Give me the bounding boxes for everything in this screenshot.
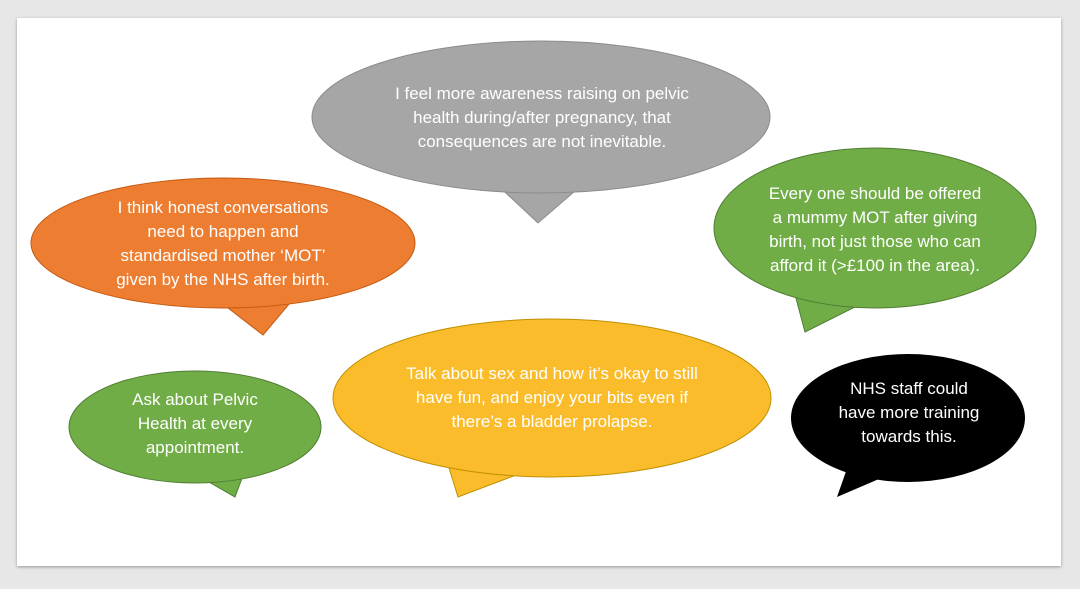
speech-bubble-green-left [68,370,322,498]
speech-bubble-shape-green-right [713,147,1037,309]
speech-bubble-shape-yellow [332,318,772,478]
speech-bubble-orange [30,177,416,336]
bubble-text-black: NHS staff could have more training towar… [838,379,980,446]
bubble-text-orange: I think honest conversations need to hap… [116,198,330,289]
speech-bubble-green-right [713,147,1037,333]
bubble-text-green-left: Ask about Pelvic Health at every appoint… [132,390,258,457]
bubble-text-yellow: Talk about sex and how it’s okay to stil… [406,364,698,431]
speech-bubble-shape-green-left [68,370,322,484]
speech-bubble-grey [311,40,771,224]
speech-bubble-yellow [332,318,772,498]
speech-bubble-shape-orange [30,177,416,309]
bubble-text-grey: I feel more awareness raising on pelvic … [395,84,689,151]
speech-bubble-shape-black [791,354,1025,482]
speech-bubble-shape-grey [311,40,771,194]
speech-bubble-black [791,354,1025,497]
bubble-text-green-right: Every one should be offered a mummy MOT … [768,184,982,275]
